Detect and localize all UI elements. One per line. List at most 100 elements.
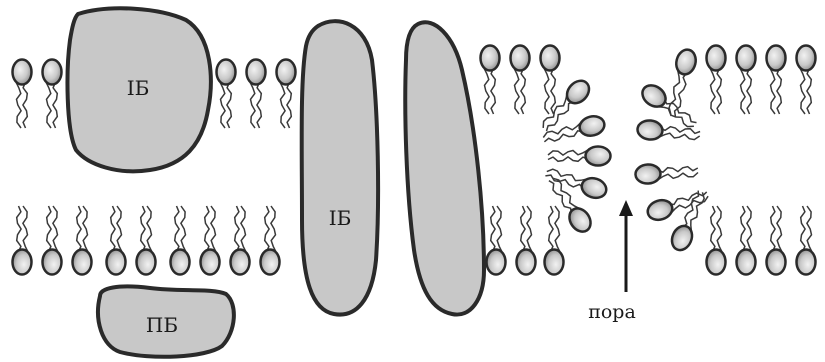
lipid-head	[638, 81, 669, 111]
channel-protein-shape	[405, 22, 484, 314]
lipid-head	[277, 60, 296, 85]
phospholipid	[137, 206, 156, 275]
phospholipid	[171, 206, 190, 275]
lipid-tail	[544, 131, 583, 142]
lipid-head	[481, 46, 500, 71]
lipid-head	[586, 147, 611, 166]
lipid-tail	[710, 68, 715, 114]
integral-protein-middle-shape	[302, 21, 378, 314]
lipid-tail	[235, 206, 239, 252]
lipid-tail	[660, 127, 700, 134]
lipid-head	[541, 46, 560, 71]
phospholipid	[13, 206, 32, 275]
lipid-tail	[227, 82, 231, 128]
lipid-tail	[747, 206, 752, 252]
phospholipid	[635, 164, 698, 184]
lipid-head	[637, 119, 664, 140]
phospholipid	[261, 206, 280, 275]
lipid-head	[767, 46, 786, 71]
lipid-tail	[77, 206, 81, 252]
lipid-tail	[497, 206, 502, 252]
lipid-head	[545, 250, 564, 275]
lipid-tail	[53, 82, 57, 128]
lipid-head	[107, 250, 126, 275]
phospholipid	[107, 206, 126, 275]
lipid-head	[645, 197, 675, 223]
lipid-tail	[111, 206, 115, 252]
lipid-tail	[83, 206, 88, 252]
lipid-tail	[175, 206, 179, 252]
phospholipid	[767, 46, 786, 115]
lipid-tail	[741, 206, 745, 252]
lipid-head	[137, 250, 156, 275]
lipid-head	[635, 164, 661, 184]
phospholipid	[767, 206, 786, 275]
lipid-head	[13, 60, 32, 85]
lipid-tail	[211, 206, 216, 252]
lipid-tail	[514, 68, 519, 114]
lipid-tail	[658, 173, 698, 180]
phospholipid	[43, 60, 62, 129]
lipid-head	[707, 46, 726, 71]
lipid-tail	[548, 150, 588, 155]
lipid-tail	[807, 206, 812, 252]
lipid-head	[767, 250, 786, 275]
lipid-tail	[205, 206, 209, 252]
lipid-tail	[287, 82, 291, 128]
lipid-tail	[740, 68, 745, 114]
phospholipid	[669, 48, 699, 118]
lipid-head	[487, 250, 506, 275]
lipid-tail	[491, 206, 495, 252]
lipid-head	[578, 114, 607, 139]
lipid-tail	[23, 82, 27, 128]
phospholipid	[277, 60, 296, 129]
lipid-tail	[777, 206, 782, 252]
lipid-tail	[250, 82, 255, 128]
phospholipid	[707, 46, 726, 115]
lipid-tail	[220, 82, 225, 128]
lipid-tail	[257, 82, 261, 128]
lipid-head	[737, 46, 756, 71]
phospholipid	[217, 60, 236, 129]
phospholipid	[707, 206, 726, 275]
phospholipid	[73, 206, 92, 275]
phospholipid	[548, 147, 611, 166]
lipid-tail	[658, 167, 698, 173]
lipid-tail	[23, 206, 28, 252]
lipid-head	[261, 250, 280, 275]
phospholipid	[511, 46, 530, 115]
lipid-head	[217, 60, 236, 85]
lipid-head	[43, 60, 62, 85]
lipid-tail	[549, 206, 553, 252]
lipid-tail	[280, 82, 285, 128]
lipid-tail	[265, 206, 269, 252]
lipid-head	[737, 250, 756, 275]
lipid-tail	[691, 192, 704, 231]
lipid-tail	[800, 68, 805, 114]
pore-label: пора	[588, 301, 636, 323]
lipid-tail	[659, 133, 699, 139]
lipid-tail	[801, 206, 805, 252]
lipid-tail	[770, 68, 775, 114]
lipid-tail	[53, 206, 58, 252]
lipid-tail	[711, 206, 715, 252]
lipid-head	[517, 250, 536, 275]
phospholipid	[797, 46, 816, 115]
lipid-tail	[147, 206, 152, 252]
lipid-head	[201, 250, 220, 275]
lipid-tail	[717, 68, 721, 114]
lipid-tail	[555, 206, 560, 252]
peripheral-protein-label: ПБ	[146, 313, 178, 337]
lipid-tail	[807, 68, 811, 114]
lipid-tail	[544, 68, 549, 114]
phospholipid	[247, 60, 266, 129]
lipid-head	[231, 250, 250, 275]
lipid-head	[13, 250, 32, 275]
integral-protein-middle-label: ІБ	[329, 206, 352, 230]
phospholipid	[797, 206, 816, 275]
lipid-tail	[117, 206, 122, 252]
phospholipid	[737, 206, 756, 275]
integral-protein-top-label: ІБ	[127, 76, 150, 100]
phospholipid	[541, 46, 560, 115]
phospholipid	[637, 119, 700, 140]
